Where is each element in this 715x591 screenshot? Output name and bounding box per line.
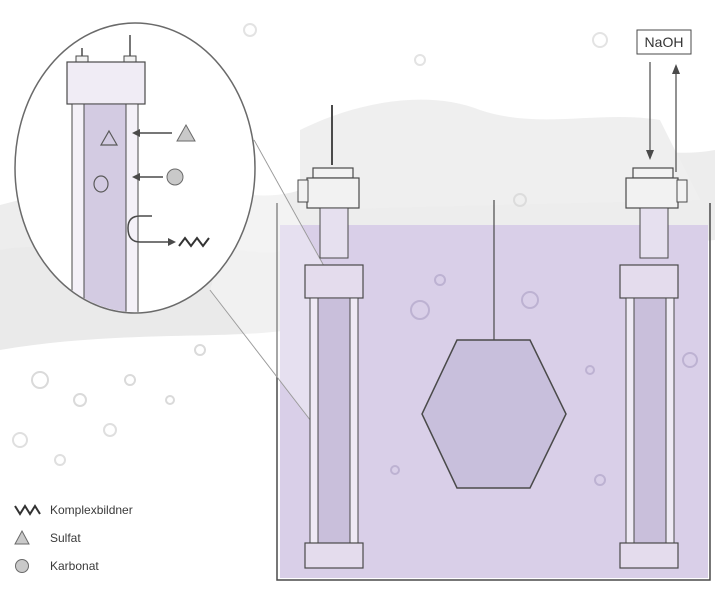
legend-item-sulfat: Sulfat	[14, 528, 81, 548]
legend-label-karbonat: Karbonat	[50, 559, 99, 573]
karbonat-inside-icon	[93, 175, 109, 193]
left-cell	[297, 105, 364, 569]
naoh-box	[636, 29, 692, 55]
sulfat-outside-icon	[176, 123, 196, 142]
legend-item-karbonat: Karbonat	[14, 556, 99, 576]
sulfat-inside-icon	[99, 129, 119, 146]
zigzag-icon	[14, 504, 41, 516]
magnified-view	[14, 22, 256, 314]
tank-wall	[276, 203, 711, 581]
naoh-feed: NaOH	[636, 29, 692, 172]
karbonat-outside-icon	[166, 168, 184, 186]
legend-label-sulfat: Sulfat	[50, 531, 81, 545]
triangle-icon	[14, 529, 30, 545]
right-cell	[619, 167, 688, 569]
naoh-label: NaOH	[645, 34, 684, 50]
komplexbildner-outside-icon	[178, 236, 210, 248]
resin-hexagon	[421, 200, 567, 489]
legend-item-komplexbildner: Komplexbildner	[14, 500, 133, 520]
legend-label-komplexbildner: Komplexbildner	[50, 503, 133, 517]
circle-icon	[15, 559, 29, 573]
